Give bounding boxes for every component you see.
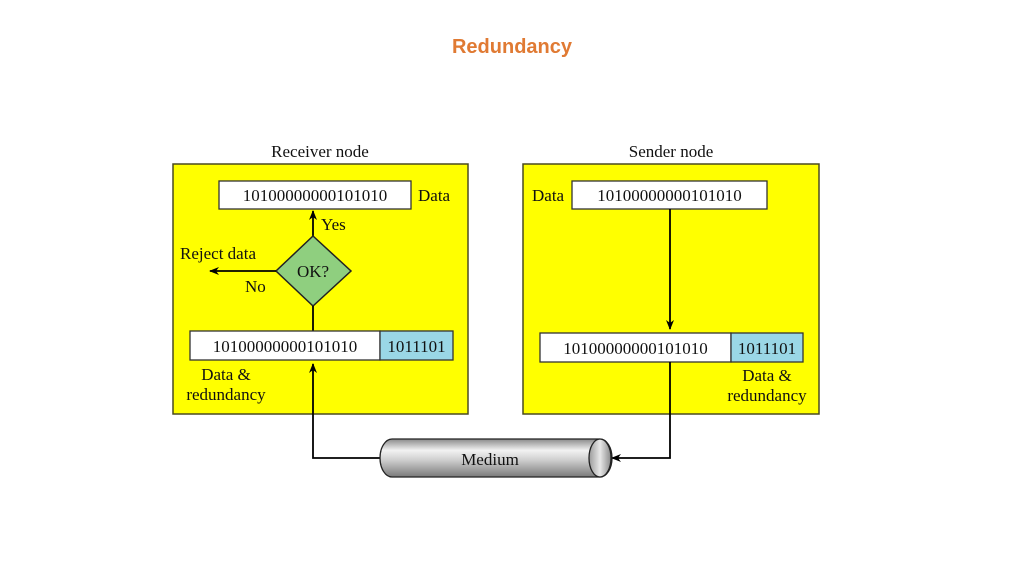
- receiver-codeword-data: 10100000000101010: [213, 337, 358, 356]
- receiver-codeword-redundancy: 1011101: [387, 337, 445, 356]
- sender-data-box: [571, 180, 768, 210]
- ok-decision-label: OK?: [297, 262, 329, 281]
- slide-title: Redundancy: [451, 36, 573, 58]
- sender-codeword-label-line2: redundancy: [727, 386, 807, 405]
- sender-codeword-label-line1: Data &: [742, 366, 792, 385]
- yes-label: Yes: [321, 215, 346, 234]
- receiver-data-label: Data: [418, 186, 451, 205]
- sender-to-medium-line: [611, 362, 671, 462]
- receiver-data-box: [218, 180, 412, 210]
- receiver-codeword-redundancy-box: [379, 330, 454, 361]
- medium-cylinder: Medium: [379, 438, 613, 478]
- receiver-codeword-data-box: [189, 330, 381, 361]
- receiver-codeword-label-line2: redundancy: [186, 385, 266, 404]
- sender-data-value: 10100000000101010: [597, 186, 742, 205]
- sender-codeword-data: 10100000000101010: [563, 339, 708, 358]
- medium-end-cap: [588, 438, 612, 478]
- receiver-codeword-label-line1: Data &: [201, 365, 251, 384]
- sender-codeword-redundancy-box: [730, 332, 804, 363]
- sender-node: Sender node Data 10100000000101010 10100…: [522, 142, 820, 415]
- no-label: No: [245, 277, 266, 296]
- receiver-data-value: 10100000000101010: [243, 186, 388, 205]
- sender-codeword-redundancy: 1011101: [738, 339, 796, 358]
- sender-node-label: Sender node: [629, 142, 714, 161]
- medium-label: Medium: [461, 450, 519, 469]
- sender-data-label: Data: [532, 186, 565, 205]
- transmission-path: [309, 362, 671, 462]
- receiver-node-label: Receiver node: [271, 142, 369, 161]
- medium-to-receiver-line: [309, 363, 380, 459]
- reject-data-label: Reject data: [180, 244, 256, 263]
- receiver-node: Receiver node 10100000000101010 Data Yes…: [172, 142, 469, 415]
- sender-codeword-data-box: [539, 332, 732, 363]
